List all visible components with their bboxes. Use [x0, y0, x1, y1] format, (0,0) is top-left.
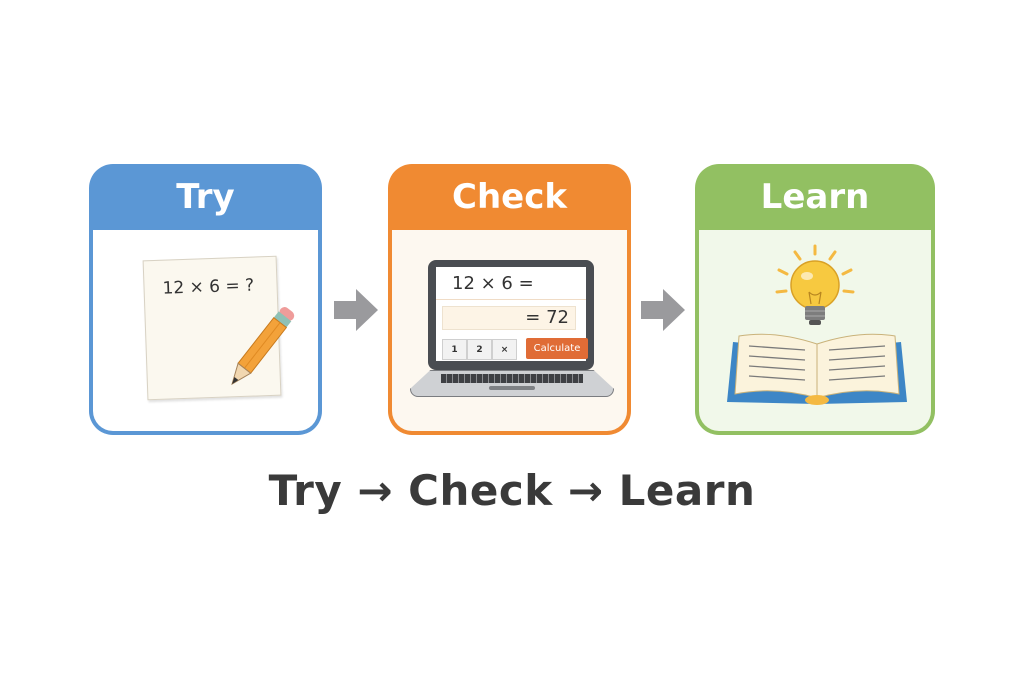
- result-field: = 72: [442, 306, 576, 330]
- step-body: 12 × 6 = = 72 1 2 × Calculate: [392, 230, 627, 431]
- lightbulb-icon: [775, 244, 855, 325]
- arrow-right-icon: [641, 289, 685, 331]
- keyboard-icon: [441, 374, 583, 383]
- open-book-icon: [727, 333, 907, 405]
- step-body: [699, 230, 931, 431]
- step-card-try: Try 12 × 6 = ?: [89, 164, 322, 435]
- calculate-button: Calculate: [526, 338, 588, 359]
- laptop-screen: 12 × 6 = = 72 1 2 × Calculate: [428, 260, 594, 370]
- screen-equation: 12 × 6 =: [452, 273, 534, 294]
- flow-caption: Try → Check → Learn: [268, 466, 756, 515]
- step-card-learn: Learn: [695, 164, 935, 435]
- keypad: 1 2 ×: [442, 339, 517, 360]
- trackpad: [489, 386, 535, 390]
- step-title: Learn: [760, 177, 870, 217]
- arrow-right-icon: [334, 289, 378, 331]
- key-2: 2: [467, 339, 492, 360]
- step-body: 12 × 6 = ?: [93, 230, 318, 431]
- key-1: 1: [442, 339, 467, 360]
- step-card-check: Check 12 × 6 = = 72 1 2 × Calculate: [388, 164, 631, 435]
- pencil-icon: [231, 307, 295, 386]
- key-multiply: ×: [492, 339, 517, 360]
- step-title: Check: [452, 177, 567, 217]
- step-title: Try: [176, 177, 235, 217]
- laptop-base: [410, 370, 614, 397]
